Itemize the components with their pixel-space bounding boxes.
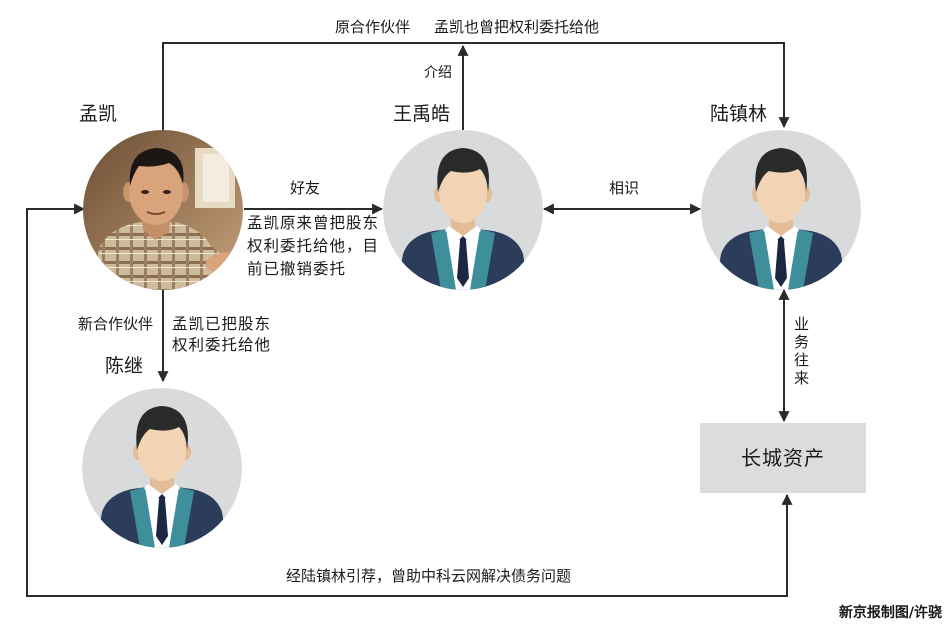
friend-note-line-1: 孟凯原来曾把股东 xyxy=(247,214,380,232)
new-partner-note-line-2: 权利委托给他 xyxy=(172,336,272,354)
friend-note-line-3: 前已撤销委托 xyxy=(247,260,347,278)
friend-label: 好友 xyxy=(290,179,321,197)
new-partner-note-line-1: 孟凯已把股东 xyxy=(172,315,272,333)
name-wang-yuhao: 王禹皓 xyxy=(393,103,451,125)
person-avatar-icon xyxy=(82,388,242,548)
person-photo-icon xyxy=(83,130,243,290)
business-label: 业务往来 xyxy=(792,316,810,388)
acquainted-label: 相识 xyxy=(609,179,640,197)
edge-former-partner xyxy=(162,42,790,130)
name-lu-zhenlin: 陆镇林 xyxy=(710,103,768,125)
edge-debt-loop xyxy=(26,203,793,597)
lu-zhenlin-avatar xyxy=(701,130,861,290)
friend-note-line-2: 权利委托给他，目 xyxy=(247,237,380,255)
entity-box-label: 长城资产 xyxy=(741,446,825,470)
introduce-label: 介绍 xyxy=(424,65,452,81)
new-partner-label: 新合作伙伴 xyxy=(78,315,154,333)
wang-yuhao-avatar xyxy=(383,130,543,290)
debt-label: 经陆镇林引荐，曾助中科云网解决债务问题 xyxy=(286,567,572,585)
former-partner-note: 孟凯也曾把权利委托给他 xyxy=(434,18,600,36)
image-credit: 新京报制图/许骁 xyxy=(838,605,942,621)
person-avatar-icon xyxy=(701,130,861,290)
chen-ji-avatar xyxy=(82,388,242,548)
name-chen-ji: 陈继 xyxy=(105,355,144,377)
meng-kai-photo xyxy=(83,130,243,290)
former-partner-label: 原合作伙伴 xyxy=(335,18,411,36)
name-meng-kai: 孟凯 xyxy=(79,103,118,125)
entity-box-great-wall: 长城资产 xyxy=(700,423,866,493)
person-avatar-icon xyxy=(383,130,543,290)
